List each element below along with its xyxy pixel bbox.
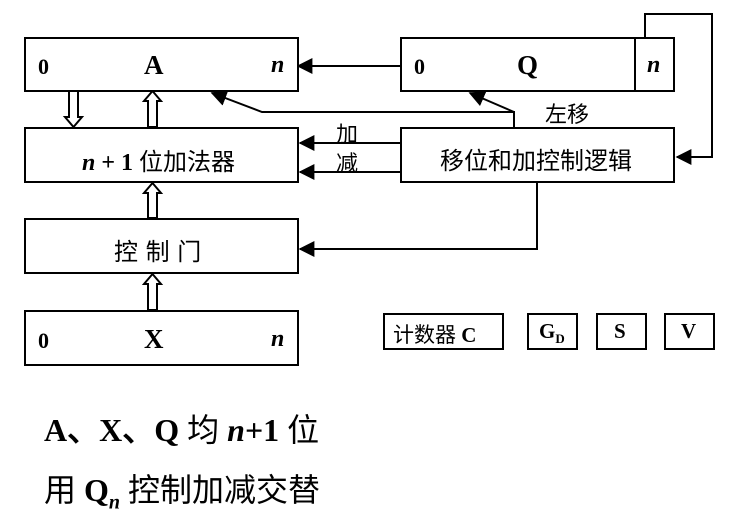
shift-control-logic: 移位和加控制逻辑 — [400, 127, 675, 183]
gd-label: GD — [539, 319, 565, 347]
register-q-name: Q — [517, 50, 539, 80]
bus-gate-to-adder — [141, 181, 164, 219]
register-q-msb-cell — [634, 39, 636, 90]
register-x-left-label: 0 — [38, 328, 49, 353]
register-x-right-label: n — [271, 326, 285, 352]
adder-plus-one: + 1 — [101, 150, 134, 176]
register-q-left-label: 0 — [414, 54, 425, 79]
note-line-2: 用 Qn 控制加减交替 — [44, 465, 320, 514]
logic-to-gate-arrow — [298, 183, 538, 257]
add-signal-label: 加 — [336, 123, 359, 148]
status-v: V — [664, 313, 715, 350]
shift-logic-text: 移位和加控制逻辑 — [440, 147, 632, 175]
bus-a-to-adder — [62, 90, 85, 129]
note1-plus: +1 — [244, 412, 280, 448]
register-a-left-label: 0 — [38, 54, 49, 79]
q-feedback-loop — [644, 13, 713, 165]
shift-left-label: 左移 — [545, 103, 590, 128]
adder-block: n + 1 位加法器 — [24, 127, 299, 183]
register-a-name: A — [144, 50, 164, 80]
shift-left-to-q — [468, 91, 515, 113]
note2-q: Q — [84, 472, 109, 508]
control-gate-text: 控 制 门 — [114, 238, 202, 266]
v-label: V — [681, 319, 697, 343]
control-gate: 控 制 门 — [24, 218, 299, 274]
register-x: 0 X n — [24, 310, 299, 366]
note1-unit: 位 — [287, 411, 320, 449]
note1-verb: 均 — [187, 411, 220, 449]
adder-text: 位加法器 — [139, 148, 236, 176]
counter-text: 计数器 — [393, 323, 456, 347]
note2-post: 控制加减交替 — [128, 471, 321, 509]
note1-n: n — [227, 412, 245, 448]
subtract-signal-label: 减 — [336, 152, 359, 177]
s-label: S — [614, 319, 626, 343]
note2-sub: n — [108, 491, 121, 514]
register-q-right-label: n — [647, 52, 661, 78]
note2-pre: 用 — [44, 471, 77, 509]
shift-left-to-a — [210, 90, 515, 127]
register-a-right-label: n — [271, 52, 285, 78]
note-line-1: A、X、Q 均 n+1 位 — [44, 405, 319, 451]
status-s: S — [596, 313, 647, 350]
bus-adder-to-a — [141, 89, 164, 128]
counter-label: 计数器 C — [393, 319, 476, 349]
note1-regs: A、X、Q — [44, 412, 180, 448]
register-q: 0 Q n — [400, 37, 675, 92]
counter-c: 计数器 C — [383, 313, 504, 350]
register-x-name: X — [144, 324, 164, 354]
adder-n: n — [82, 150, 96, 176]
gd-sub: D — [555, 331, 565, 347]
adder-label: n + 1 位加法器 — [82, 142, 235, 177]
status-gd: GD — [527, 313, 578, 350]
bus-x-to-gate — [141, 272, 164, 311]
gd-main: G — [539, 319, 556, 343]
counter-letter: C — [461, 323, 477, 347]
register-a: 0 A n — [24, 37, 299, 92]
